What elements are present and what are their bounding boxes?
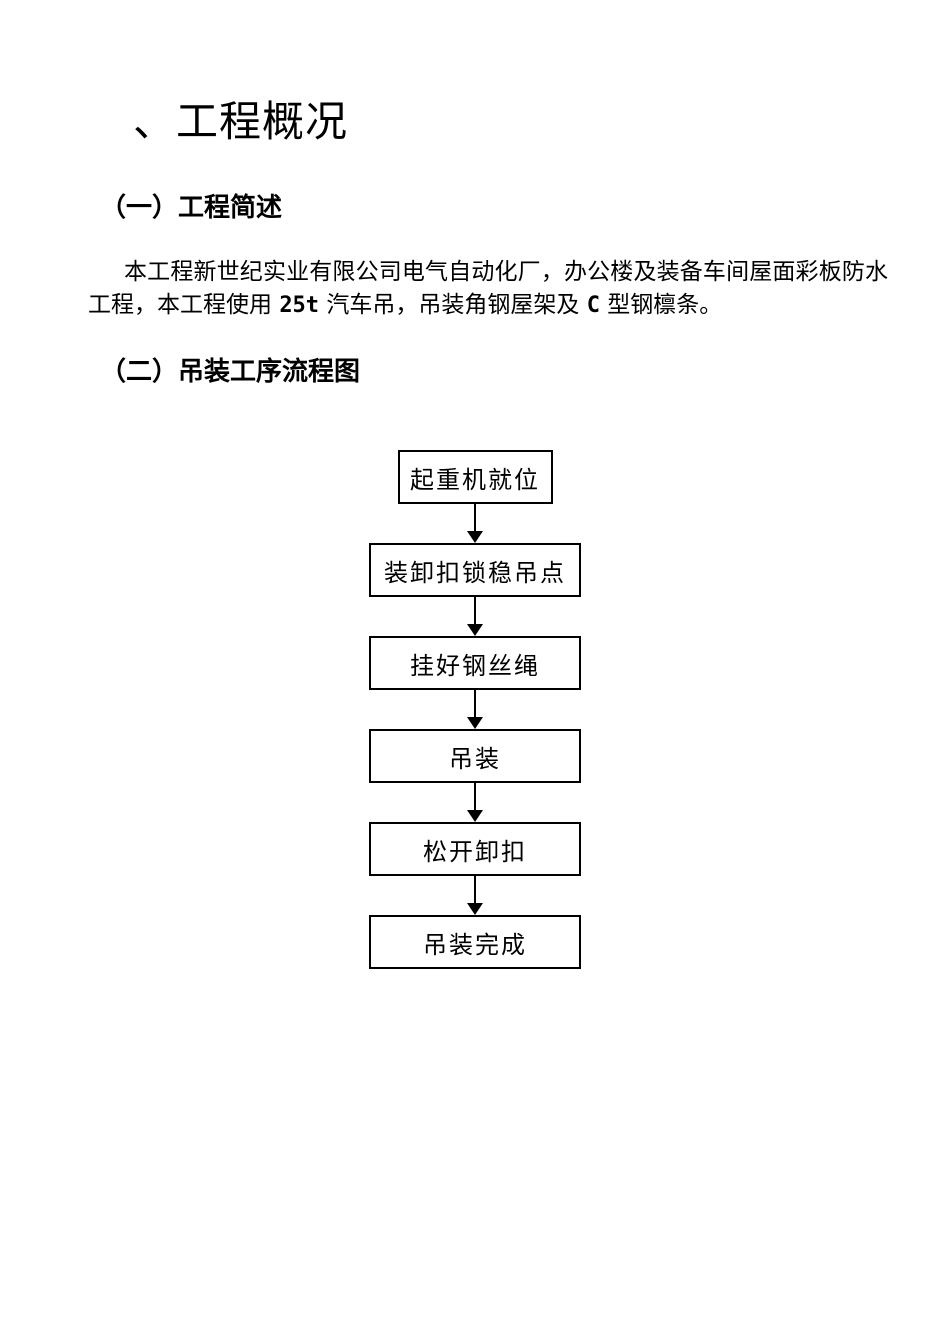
flow-step-secure-shackle-lift-point: 装卸扣锁稳吊点 xyxy=(369,543,581,597)
flow-step-lifting-complete: 吊装完成 xyxy=(369,915,581,969)
flow-step-lifting: 吊装 xyxy=(369,729,581,783)
paragraph-segment-bold-c: C xyxy=(586,293,600,318)
flow-step-crane-in-position: 起重机就位 xyxy=(397,450,553,504)
paragraph-segment-bold-25t: 25t xyxy=(279,293,320,318)
paragraph-segment: 汽车吊，吊装角钢屋架及 xyxy=(319,292,587,318)
down-arrow-icon xyxy=(466,597,484,636)
lifting-process-flowchart: 起重机就位 装卸扣锁稳吊点 挂好钢丝绳 吊装 松开卸扣 吊装完成 xyxy=(0,450,950,969)
flow-step-release-shackle: 松开卸扣 xyxy=(369,822,581,876)
flow-step-attach-wire-rope: 挂好钢丝绳 xyxy=(369,636,581,690)
down-arrow-icon xyxy=(466,783,484,822)
down-arrow-icon xyxy=(466,876,484,915)
paragraph-segment: 型钢檩条。 xyxy=(599,292,723,318)
down-arrow-icon xyxy=(466,504,484,543)
page-title: 、工程概况 xyxy=(133,97,349,146)
section-2-heading: （二）吊装工序流程图 xyxy=(100,357,361,387)
project-description-paragraph: 本工程新世纪实业有限公司电气自动化厂，办公楼及装备车间屋面彩板防水工程，本工程使… xyxy=(88,256,888,322)
down-arrow-icon xyxy=(466,690,484,729)
paragraph-segment: 本工程新世纪实业有限公司电气自动化厂，办公楼及装备车间屋面彩板防水工程，本工程使… xyxy=(88,259,888,318)
section-1-heading: （一）工程简述 xyxy=(100,193,283,223)
